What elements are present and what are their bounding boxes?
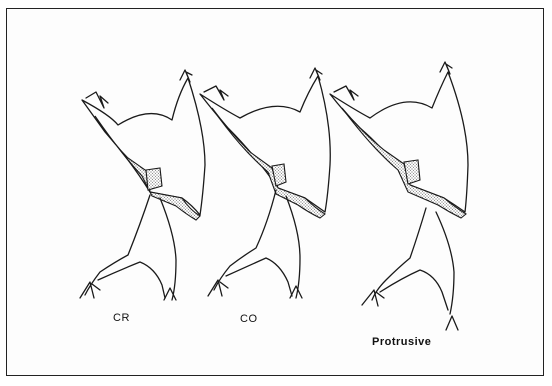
cr-label: CR [113,312,130,324]
protrusive-upper-incisor [330,62,468,218]
co-upper-incisor [200,68,330,218]
co-panel [200,68,330,298]
protrusive-panel [330,62,468,330]
cr-lower-incisor [80,195,176,300]
co-label: CO [240,313,258,325]
co-lower-incisor [208,190,302,298]
protrusive-label: Protrusive [372,336,431,348]
protrusive-lower-incisor [362,208,458,330]
cr-upper-incisor [82,70,205,220]
cr-panel [80,70,205,300]
